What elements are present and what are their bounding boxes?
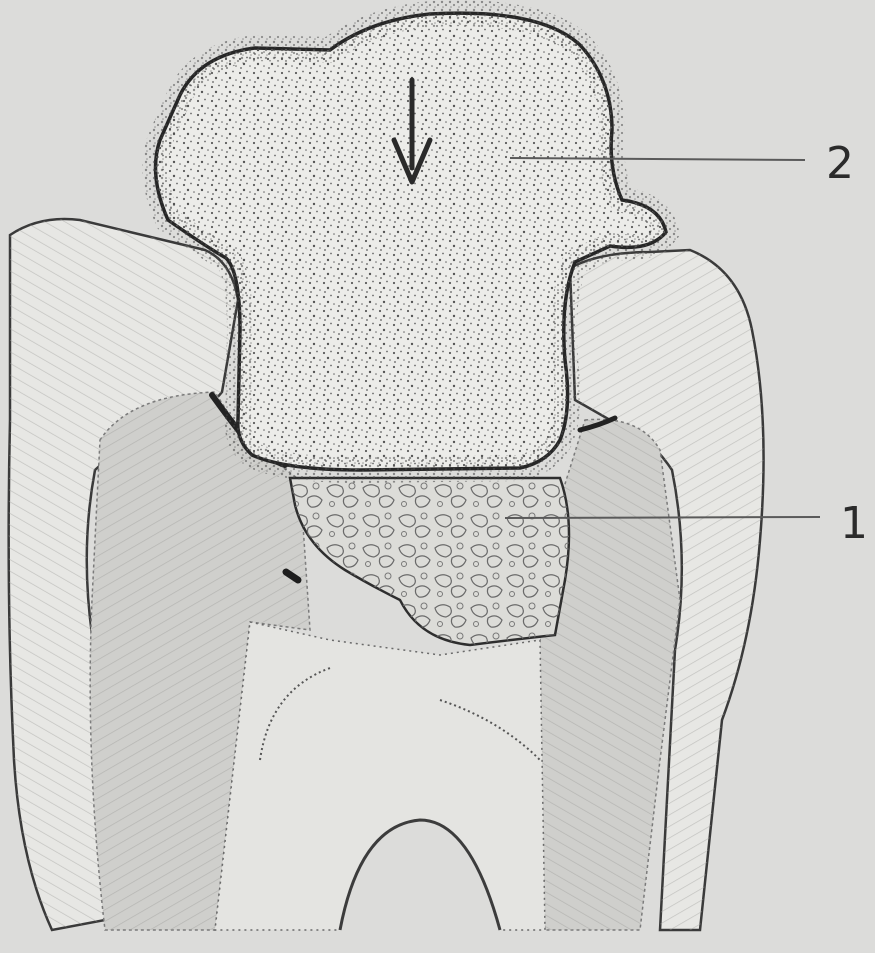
callout-label-1: 1 — [840, 498, 868, 549]
root-region — [215, 622, 545, 930]
callout-label-2: 2 — [826, 138, 854, 189]
leader-line-1 — [505, 517, 820, 518]
